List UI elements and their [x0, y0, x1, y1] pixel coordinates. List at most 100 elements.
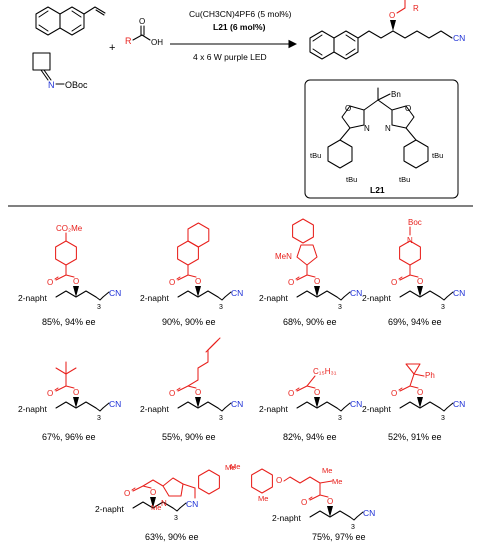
svg-text:O: O — [391, 278, 397, 287]
svg-text:Me: Me — [230, 462, 240, 471]
ligand-tbu-2: tBu — [346, 175, 357, 184]
svg-text:Me: Me — [332, 477, 342, 486]
nitrile-label: CN — [453, 399, 465, 409]
product-yield-8: 52%, 91% ee — [388, 432, 442, 442]
nitrile-label: CN — [186, 499, 198, 509]
chain-subscript: 3 — [174, 515, 178, 522]
oxime-n-label: N — [48, 80, 55, 90]
svg-text:O: O — [314, 388, 320, 397]
product-cn-label: CN — [453, 33, 465, 43]
nitrile-label: CN — [109, 288, 121, 298]
ligand-tbu-1: tBu — [310, 151, 321, 160]
chain-subscript: 3 — [97, 304, 101, 311]
svg-text:N: N — [407, 236, 413, 245]
product-substituent-label: MeN — [275, 252, 292, 261]
chain-subscript: 3 — [441, 415, 445, 422]
naphthyl-label: 2-napht — [259, 404, 288, 414]
chain-subscript: 3 — [351, 524, 355, 531]
ligand-box: Bn O N O N tBu tBu tBu tBu L21 — [304, 79, 459, 199]
product-yield-9: 63%, 90% ee — [145, 532, 199, 542]
naphthyl-label: 2-napht — [18, 404, 47, 414]
nitrile-label: CN — [453, 288, 465, 298]
acid-oh-label: OH — [151, 38, 163, 47]
light-text: 4 x 6 W purple LED — [193, 52, 267, 62]
naphthyl-label: 2-napht — [95, 504, 124, 514]
carboxylic-acid: R O OH — [125, 17, 163, 47]
catalyst-text: Cu(CH3CN)4PF6 (5 mol%) — [189, 9, 292, 19]
svg-text:O: O — [417, 277, 423, 286]
nitrile-label: CN — [231, 399, 243, 409]
ligand-o-left: O — [345, 104, 351, 113]
ligand-n-left: N — [364, 124, 370, 133]
svg-text:O: O — [288, 389, 294, 398]
reaction-product: O R CN — [309, 0, 465, 60]
svg-text:O: O — [288, 278, 294, 287]
product-yield-6: 55%, 90% ee — [162, 432, 216, 442]
reaction-arrow: Cu(CH3CN)4PF6 (5 mol%) L21 (6 mol%) 4 x … — [170, 9, 298, 62]
naphthyl-label: 2-napht — [362, 293, 391, 303]
svg-text:N: N — [161, 499, 167, 508]
svg-text:O: O — [417, 388, 423, 397]
cyclobutanone-oxime: N OBoc — [32, 52, 88, 90]
product-substituent-label: CO₂Me — [56, 224, 83, 233]
product-yield-5: 67%, 96% ee — [42, 432, 96, 442]
naphthyl-label: 2-napht — [140, 404, 169, 414]
svg-text:O: O — [73, 388, 79, 397]
svg-text:Me: Me — [151, 503, 161, 512]
chain-subscript: 3 — [441, 304, 445, 311]
svg-text:O: O — [195, 277, 201, 286]
ligand-tbu-3: tBu — [399, 175, 410, 184]
product-tile-6: 2-napht 3 CN O O 55%, 90% ee — [140, 337, 243, 442]
svg-text:O: O — [124, 489, 130, 498]
ligand-label: L21 — [370, 185, 385, 195]
svg-text:O: O — [327, 497, 333, 506]
product-yield-4: 69%, 94% ee — [388, 317, 442, 327]
product-substituent-label: Boc — [408, 218, 422, 227]
ligand-text: L21 (6 mol%) — [213, 22, 266, 32]
svg-text:O: O — [195, 388, 201, 397]
product-yield-3: 68%, 90% ee — [283, 317, 337, 327]
naphthyl-label: 2-napht — [140, 293, 169, 303]
naphthyl-label: 2-napht — [362, 404, 391, 414]
product-substituent-label: Me — [322, 466, 332, 475]
acid-r-label: R — [125, 36, 132, 46]
nitrile-label: CN — [350, 288, 362, 298]
chain-subscript: 3 — [338, 415, 342, 422]
product-r-label: R — [413, 4, 419, 13]
svg-text:O: O — [73, 277, 79, 286]
chain-subscript: 3 — [338, 304, 342, 311]
svg-text:O: O — [314, 277, 320, 286]
svg-text:O: O — [150, 488, 156, 497]
svg-text:O: O — [276, 476, 282, 485]
product-o-label: O — [389, 11, 395, 20]
nitrile-label: CN — [109, 399, 121, 409]
svg-text:O: O — [47, 278, 53, 287]
product-tile-3: 2-napht 3 CN O O MeN 68%, 90% ee — [259, 218, 362, 327]
chain-subscript: 3 — [97, 415, 101, 422]
ligand-bn-label: Bn — [391, 90, 401, 99]
product-substituent-label: Me — [225, 463, 235, 472]
nitrile-label: CN — [363, 508, 375, 518]
plus-sign: + — [109, 42, 115, 54]
svg-text:Me: Me — [258, 494, 268, 503]
nitrile-label: CN — [231, 288, 243, 298]
product-yield-10: 75%, 97% ee — [312, 532, 366, 542]
svg-text:O: O — [169, 278, 175, 287]
product-yield-1: 85%, 94% ee — [42, 317, 96, 327]
chain-subscript: 3 — [219, 415, 223, 422]
naphthyl-label: 2-napht — [272, 513, 301, 523]
ligand-tbu-4: tBu — [432, 151, 443, 160]
svg-text:O: O — [391, 389, 397, 398]
svg-text:O: O — [139, 17, 145, 26]
naphthyl-label: 2-napht — [259, 293, 288, 303]
svg-text:O: O — [169, 389, 175, 398]
